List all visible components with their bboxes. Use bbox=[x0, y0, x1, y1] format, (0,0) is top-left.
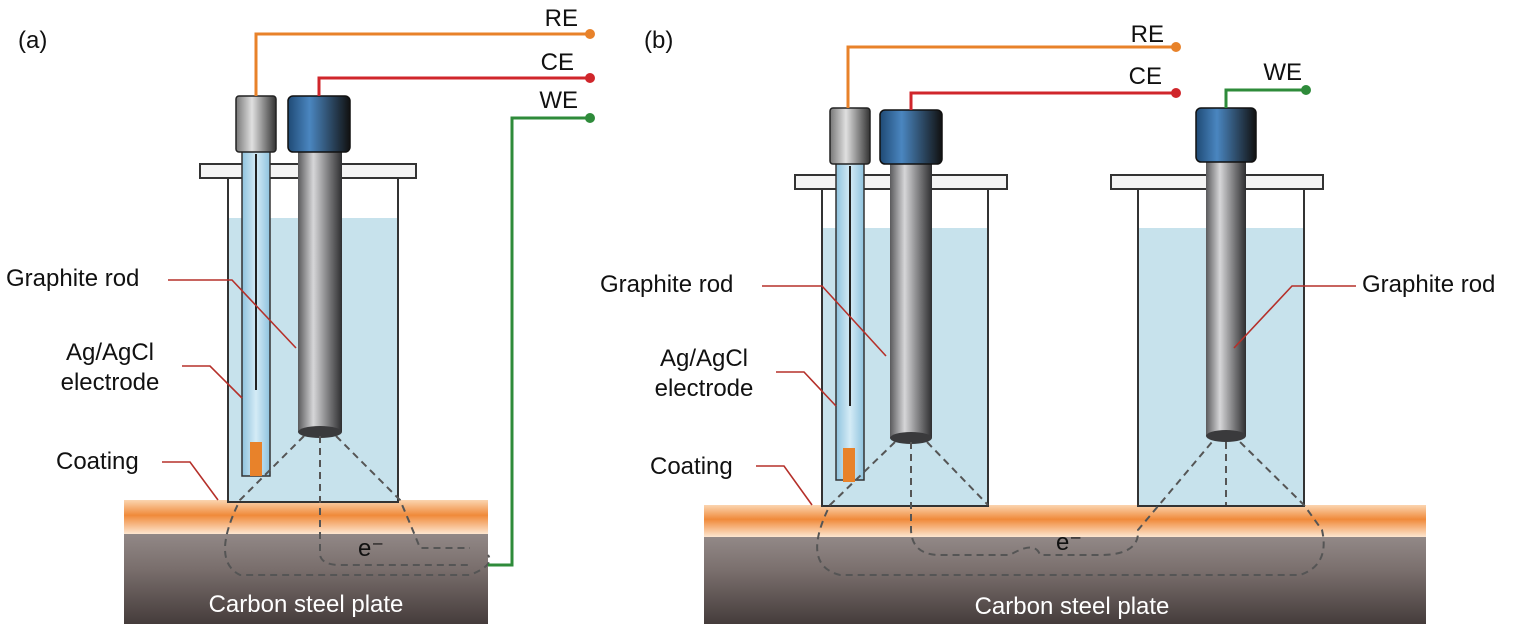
we-terminal bbox=[585, 113, 595, 123]
ce-wire bbox=[317, 76, 588, 96]
coating-leader bbox=[162, 461, 219, 501]
panel-b-label: (b) bbox=[644, 27, 673, 54]
beaker bbox=[227, 176, 399, 503]
coating-label: Coating bbox=[56, 448, 139, 475]
re-wire-b bbox=[846, 45, 1174, 108]
re-terminal bbox=[585, 29, 595, 39]
graphite-rod-cap bbox=[287, 95, 351, 153]
panel-a: (a) Carbon steel plate e⁻ RE CE WE bbox=[6, 5, 595, 624]
graphite-rod-label-b-left: Graphite rod bbox=[600, 271, 733, 298]
graphite-rod-b-right bbox=[1206, 160, 1246, 436]
graphite-rod-b-left bbox=[890, 162, 932, 438]
beaker-right bbox=[1137, 188, 1305, 507]
reference-tip-b bbox=[843, 448, 855, 482]
current-path-right bbox=[335, 435, 470, 549]
current-path-b-inner bbox=[910, 441, 1213, 556]
current-path-outer bbox=[224, 435, 491, 576]
coating-leader-b bbox=[756, 465, 813, 506]
ce-label: CE bbox=[541, 49, 574, 76]
plate-label-b: Carbon steel plate bbox=[975, 593, 1170, 620]
panel-a-label: (a) bbox=[18, 27, 47, 54]
ce-wire-b bbox=[909, 91, 1174, 110]
we-terminal-b bbox=[1301, 85, 1311, 95]
plate-label: Carbon steel plate bbox=[209, 591, 404, 618]
ag-agcl-label-b-line1: Ag/AgCl bbox=[660, 345, 748, 372]
ag-agcl-leader bbox=[182, 365, 243, 399]
electron-label-b: e⁻ bbox=[1056, 529, 1082, 556]
ce-terminal bbox=[585, 73, 595, 83]
panel-b: (b) Carbon steel plate e⁻ bbox=[600, 21, 1495, 624]
re-terminal-b bbox=[1171, 42, 1181, 52]
ag-agcl-label-line2: electrode bbox=[61, 369, 160, 396]
ce-terminal-b bbox=[1171, 88, 1181, 98]
coating-layer-b bbox=[704, 505, 1426, 537]
graphite-rod-leader-b-right bbox=[1233, 285, 1356, 349]
graphite-rod-end bbox=[298, 426, 342, 438]
ag-agcl-label-line1: Ag/AgCl bbox=[66, 339, 154, 366]
re-wire bbox=[254, 32, 588, 96]
graphite-rod-label: Graphite rod bbox=[6, 265, 139, 292]
graphite-rod bbox=[298, 150, 342, 432]
graphite-rod-label-b-right: Graphite rod bbox=[1362, 271, 1495, 298]
coating-label-b: Coating bbox=[650, 453, 733, 480]
ag-agcl-leader-b bbox=[776, 371, 837, 407]
current-path-b-right bbox=[926, 441, 989, 506]
we-wire-b bbox=[1224, 88, 1304, 108]
reference-cap bbox=[235, 95, 277, 153]
graphite-rod-leader-b-left bbox=[762, 285, 887, 357]
we-label-b: WE bbox=[1263, 59, 1302, 86]
reference-cap-b bbox=[829, 107, 871, 165]
graphite-rod-b-right-cap bbox=[1195, 107, 1257, 163]
graphite-rod-b-right-end bbox=[1206, 430, 1246, 442]
reference-tip bbox=[250, 442, 262, 476]
graphite-rod-leader bbox=[168, 279, 297, 349]
coating-layer bbox=[124, 500, 488, 534]
ce-label-b: CE bbox=[1129, 63, 1162, 90]
graphite-rod-b-left-cap bbox=[879, 109, 943, 165]
beaker-left bbox=[821, 188, 989, 507]
we-wire bbox=[488, 116, 588, 567]
re-label: RE bbox=[545, 5, 578, 32]
ag-agcl-label-b-line2: electrode bbox=[655, 375, 754, 402]
we-label: WE bbox=[539, 87, 578, 114]
re-label-b: RE bbox=[1131, 21, 1164, 48]
electron-label: e⁻ bbox=[358, 535, 384, 562]
graphite-rod-b-left-end bbox=[890, 432, 932, 444]
current-path-b-outer bbox=[816, 441, 1325, 576]
